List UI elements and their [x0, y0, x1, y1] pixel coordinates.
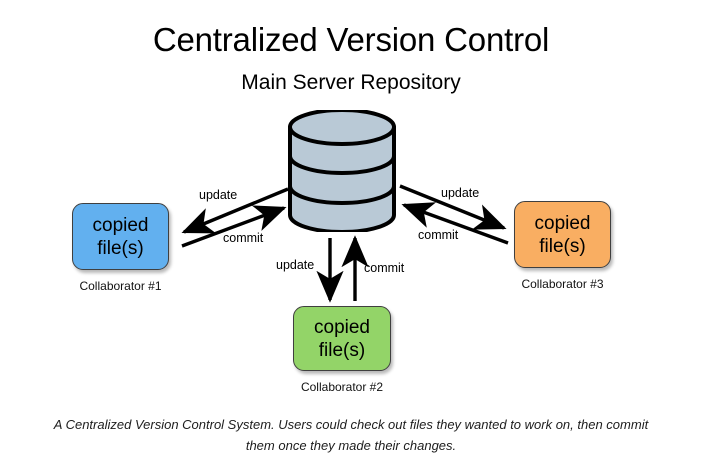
collaborator-3-node: copied file(s) Collaborator #3 [514, 201, 611, 291]
edge-label-bottom-commit: commit [364, 261, 405, 275]
collaborator-1-caption: Collaborator #1 [79, 279, 162, 293]
edge-label-left-update: update [199, 188, 238, 202]
collaborator-2-box: copied file(s) [293, 306, 391, 371]
collaborator-2-box-line1: copied [314, 316, 370, 338]
collaborator-3-box-line1: copied [534, 212, 591, 234]
collaborator-1-box-line2: file(s) [97, 237, 144, 259]
edge-label-right-commit: commit [418, 228, 459, 242]
collaborator-3-caption: Collaborator #3 [521, 277, 604, 291]
edge-label-bottom-update: update [276, 258, 315, 272]
diagram-subtitle: Main Server Repository [241, 71, 461, 94]
collaborator-2-box-line2: file(s) [318, 339, 366, 361]
collaborator-1-node: copied file(s) Collaborator #1 [72, 203, 169, 293]
database-cylinder-icon [288, 108, 396, 234]
collaborator-2-caption: Collaborator #2 [300, 380, 384, 394]
server-repository-node [286, 108, 398, 234]
collaborator-1-box: copied file(s) [72, 203, 169, 270]
collaborator-3-box-line2: file(s) [539, 235, 586, 257]
figure-caption: A Centralized Version Control System. Us… [53, 417, 649, 453]
collaborator-1-box-line1: copied [92, 214, 149, 236]
edge-label-left-commit: commit [223, 231, 264, 245]
collaborator-2-node: copied file(s) Collaborator #2 [293, 306, 391, 394]
collaborator-3-box: copied file(s) [514, 201, 611, 268]
page-title: Centralized Version Control [152, 21, 550, 58]
edge-label-right-update: update [441, 186, 480, 200]
